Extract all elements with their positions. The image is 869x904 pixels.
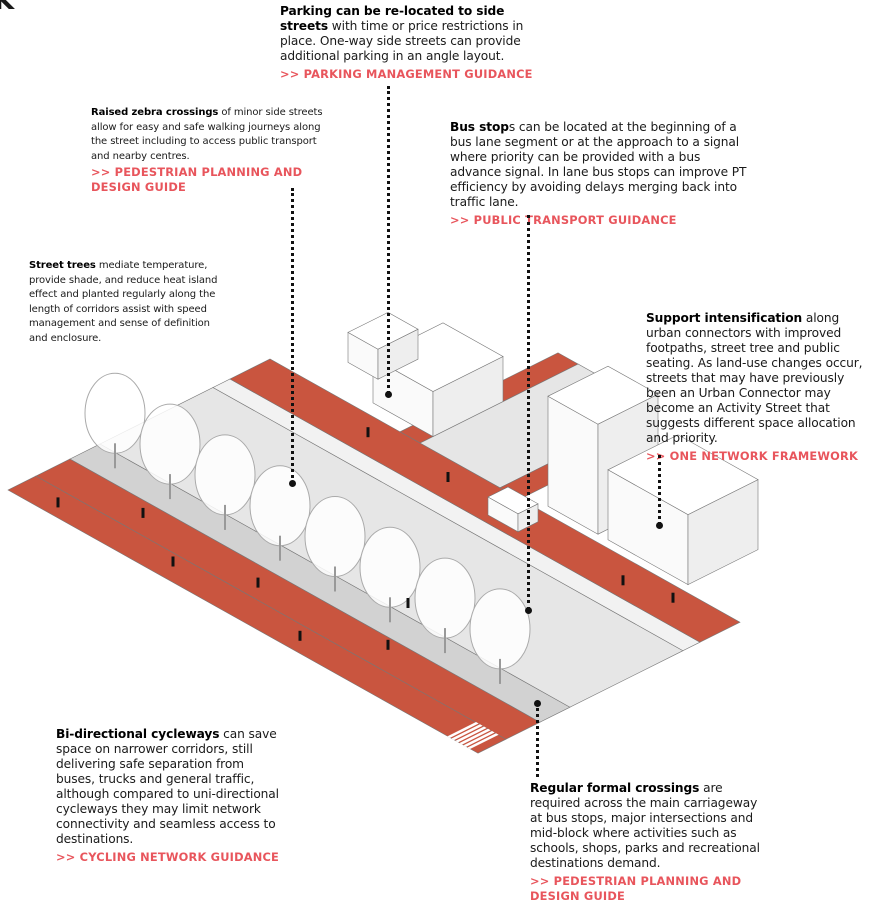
annotation-parking: Parking can be re-located to side street…: [280, 4, 540, 82]
annotation-bold: Bi-directional cycleways: [56, 727, 220, 741]
annotation-street-trees: Street trees mediate temperature, provid…: [29, 259, 219, 347]
tree-canopy: [304, 496, 366, 577]
person: [366, 427, 370, 438]
far-footpath: [229, 358, 741, 643]
person: [56, 497, 60, 508]
annotation-text: s can be located at the beginning of a b…: [450, 120, 747, 209]
leader-line-bus-stops: [527, 215, 530, 610]
house-rear: [347, 312, 419, 350]
annotation-crossings: Regular formal crossings are required ac…: [530, 781, 770, 904]
annotation-text: mediate temperature, provide shade, and …: [29, 260, 218, 344]
tree-canopy: [469, 588, 531, 670]
crossing-stripe: [451, 724, 483, 741]
public-transport-link[interactable]: >> PUBLIC TRANSPORT GUIDANCE: [450, 213, 677, 227]
crossing-stripe: [455, 726, 487, 743]
leader-dot: [289, 480, 296, 487]
tree-canopy: [359, 526, 421, 608]
annotation-bold: Parking can be re-located to side street…: [280, 4, 505, 33]
person: [171, 556, 175, 567]
street-trees: [84, 372, 531, 684]
leader-dot: [656, 522, 663, 529]
annotation-cycleways: Bi-directional cycleways can save space …: [56, 727, 286, 865]
tree-canopy: [414, 557, 476, 639]
leader-line-crossings: [536, 703, 539, 777]
annotation-text: can save space on narrower corridors, st…: [56, 727, 279, 846]
person: [406, 598, 410, 608]
bus: [487, 486, 539, 515]
person: [256, 577, 260, 588]
annotation-text: are required across the main carriageway…: [530, 781, 760, 870]
crossing-stripe: [467, 733, 499, 750]
tree-canopy: [194, 434, 256, 516]
person: [386, 639, 390, 650]
annotation-bold: Support intensification: [646, 311, 803, 325]
crossing-stripe: [463, 731, 495, 747]
pedestrian-guide-link[interactable]: >> PEDESTRIAN PLANNING AND DESIGN GUIDE: [91, 165, 303, 194]
person: [298, 630, 302, 641]
crossing-stripe: [459, 728, 491, 745]
tree-canopy: [84, 372, 146, 454]
annotation-text: with time or price restrictions in place…: [280, 19, 524, 63]
leader-dot: [525, 607, 532, 614]
leader-line-intensification: [658, 455, 661, 525]
annotation-intensification: Support intensification along urban conn…: [646, 311, 868, 464]
tree-canopy: [249, 465, 311, 547]
people: [56, 427, 675, 650]
annotation-text: along urban connectors with improved foo…: [646, 311, 863, 445]
annotation-bold: Street trees: [29, 260, 96, 271]
one-network-link[interactable]: >> ONE NETWORK FRAMEWORK: [646, 449, 859, 463]
heading-fragment: K: [0, 0, 15, 16]
annotation-bold: Raised zebra crossings: [91, 107, 219, 118]
person: [671, 592, 675, 603]
annotation-zebra: Raised zebra crossings of minor side str…: [91, 106, 326, 195]
cycling-guidance-link[interactable]: >> CYCLING NETWORK GUIDANCE: [56, 850, 280, 864]
leader-line-zebra: [291, 188, 294, 484]
person: [621, 575, 625, 586]
crossing-stripe: [447, 722, 479, 738]
annotation-bus-stops: Bus stops can be located at the beginnin…: [450, 120, 755, 228]
person: [141, 507, 145, 518]
parking-guidance-link[interactable]: >> PARKING MANAGEMENT GUIDANCE: [280, 67, 533, 81]
annotation-bold: Regular formal crossings: [530, 781, 700, 795]
pedestrian-guide-link-2[interactable]: >> PEDESTRIAN PLANNING AND DESIGN GUIDE: [530, 874, 742, 903]
tree-canopy: [139, 403, 201, 485]
leader-dot: [385, 391, 392, 398]
shop-building: [547, 365, 659, 425]
gabled-house: [607, 434, 759, 515]
person: [446, 472, 450, 482]
annotation-bold: Bus stop: [450, 120, 509, 134]
house: [372, 322, 504, 392]
leader-line-parking: [387, 86, 390, 394]
annotation-text: of minor side streets allow for easy and…: [91, 107, 323, 162]
leader-dot: [534, 700, 541, 707]
